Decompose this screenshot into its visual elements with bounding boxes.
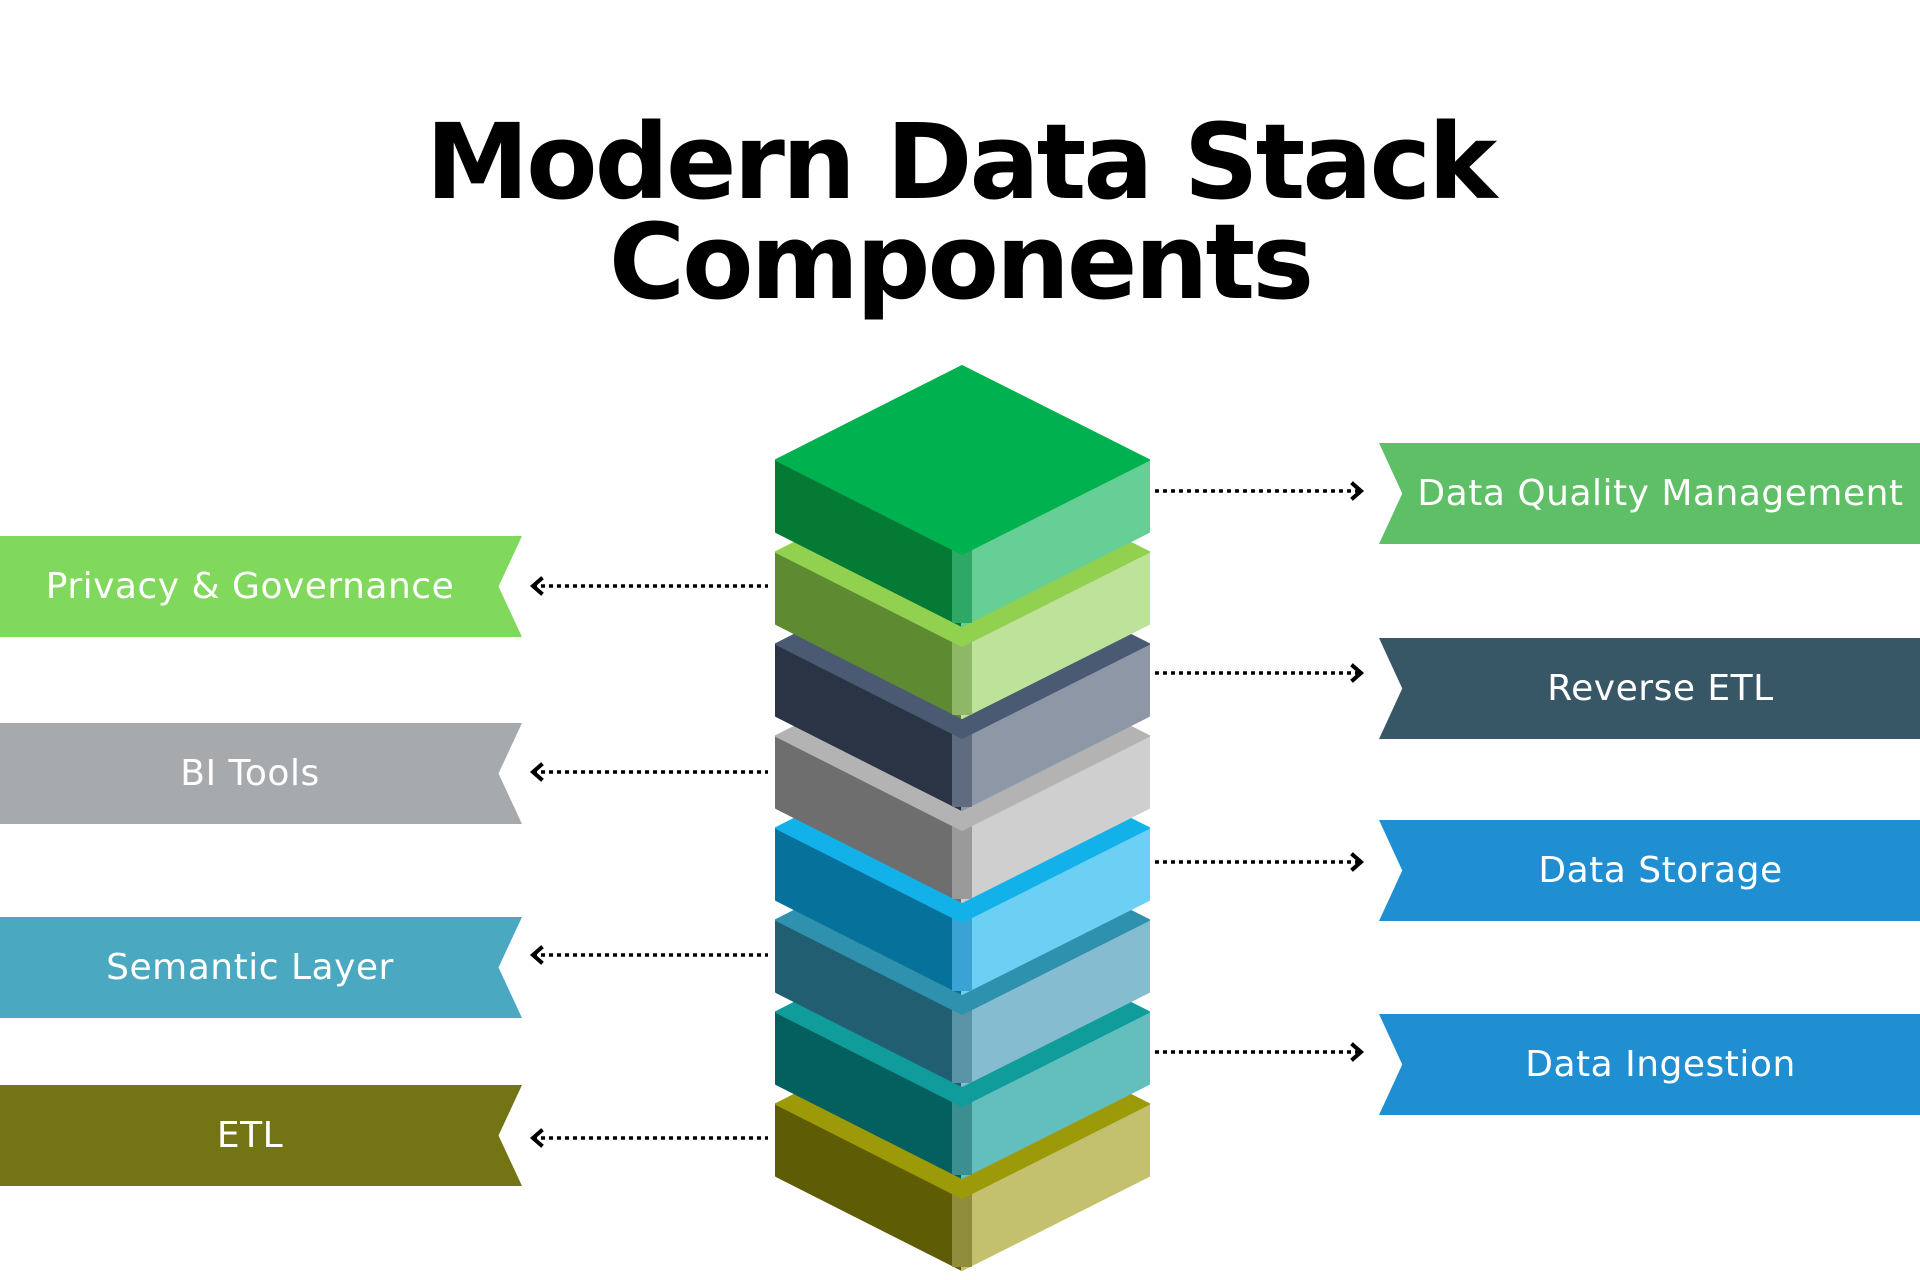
connector-arrow-right-4 (1155, 1042, 1365, 1062)
connector-arrow-left-2 (529, 762, 768, 782)
block-front-edge (952, 1008, 972, 1083)
block-front-edge (952, 824, 972, 899)
label-data-quality-management: Data Quality Management (1379, 443, 1920, 544)
label-reverse-etl: Reverse ETL (1379, 638, 1920, 739)
label-semantic-layer: Semantic Layer (0, 917, 522, 1018)
label-text: Semantic Layer (106, 947, 394, 988)
arrow-right-icon (1350, 663, 1365, 683)
label-data-ingestion: Data Ingestion (1379, 1014, 1920, 1115)
connector-arrow-right-3 (1155, 852, 1365, 872)
arrow-left-icon (529, 945, 544, 965)
label-text: BI Tools (180, 753, 320, 794)
title-line-2: Components (608, 201, 1314, 323)
arrow-right-icon (1350, 1042, 1365, 1062)
block-front-edge (952, 916, 972, 991)
label-text: Reverse ETL (1547, 668, 1774, 709)
block-top-face (775, 365, 1150, 555)
label-data-storage: Data Storage (1379, 820, 1920, 921)
label-bi-tools: BI Tools (0, 723, 522, 824)
title-line-1: Modern Data Stack (425, 101, 1498, 223)
block-front-edge (952, 1192, 972, 1267)
connector-arrow-left-1 (529, 576, 768, 596)
label-etl: ETL (0, 1085, 522, 1186)
connector-arrow-left-3 (529, 945, 768, 965)
block-front-edge (952, 732, 972, 807)
arrow-left-icon (529, 762, 544, 782)
connector-arrow-left-4 (529, 1128, 768, 1148)
label-text: Data Ingestion (1525, 1044, 1796, 1085)
label-text: ETL (216, 1115, 284, 1156)
diagram-title: Modern Data Stack Components (0, 101, 1920, 323)
arrow-right-icon (1350, 852, 1365, 872)
label-text: Privacy & Governance (45, 566, 455, 607)
block-front-edge (952, 548, 972, 623)
arrow-right-icon (1350, 481, 1365, 501)
connector-arrow-right-1 (1155, 481, 1365, 501)
block-front-edge (952, 640, 972, 715)
stack-layer-1 (775, 365, 1150, 627)
arrow-left-icon (529, 1128, 544, 1148)
arrow-left-icon (529, 576, 544, 596)
label-text: Data Quality Management (1417, 473, 1904, 514)
label-text: Data Storage (1538, 850, 1783, 891)
label-privacy-governance: Privacy & Governance (0, 536, 522, 637)
connector-arrow-right-2 (1155, 663, 1365, 683)
block-front-edge (952, 1100, 972, 1175)
